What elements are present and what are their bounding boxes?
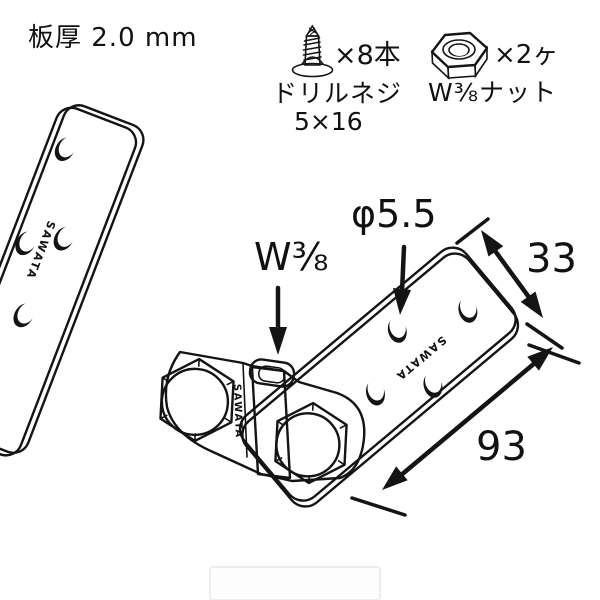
right-plate-face: [238, 246, 517, 502]
dim-tick: [455, 217, 490, 245]
plate-thickness-label: 板厚 2.0 mm: [28, 23, 198, 53]
dim-arrow-head: [527, 347, 553, 371]
screw-count-label: ×8本: [334, 40, 401, 71]
screw-size-label: 5×16: [294, 107, 363, 136]
right-plate: SAWATA: [238, 246, 520, 508]
hinge-strap: SAWATA: [164, 350, 366, 483]
dim-arrow-head: [481, 230, 504, 257]
screw-tip-hatch: [307, 27, 317, 36]
nut-top-face: [430, 31, 489, 69]
dim-tick: [350, 496, 407, 517]
screw-hole: [458, 296, 478, 323]
hex-bolt-left: [159, 357, 235, 443]
dim-arrow-head: [520, 291, 543, 318]
dim-arrow-shaft: [490, 245, 534, 303]
hole-diameter-label: φ5.5: [351, 192, 437, 236]
nut-icon: [430, 31, 489, 80]
screw-icon: [291, 24, 334, 78]
screw-name-label: ドリルネジ: [272, 79, 402, 108]
nut-hole: [448, 43, 470, 57]
nut-hole-highlight: [451, 47, 468, 56]
screw-hole: [54, 136, 77, 162]
strap-body: [164, 350, 366, 483]
nut-chamfer-ring: [442, 39, 476, 60]
width-dimension: 33: [455, 217, 577, 350]
screw-hole: [387, 316, 407, 343]
bolt-size-callout: W⅜: [254, 235, 328, 355]
hole-diameter-callout: φ5.5: [351, 192, 437, 315]
screw-threads: [302, 37, 322, 61]
dim-tick: [527, 343, 581, 365]
dim-arrow-head: [382, 466, 408, 490]
screw-hole: [15, 230, 38, 256]
bolt-dome: [160, 367, 230, 437]
bolt-dome: [275, 412, 341, 478]
screw-hole: [13, 302, 36, 328]
screw-hole: [53, 226, 76, 251]
bolt-size-arrow-head: [269, 327, 287, 355]
left-plate-face: [0, 106, 138, 457]
hinge-tab: [248, 358, 296, 388]
hole-dia-arrow-head: [393, 288, 411, 315]
screw-legend: ×8本 ドリルネジ 5×16: [272, 24, 402, 136]
bolt-facet-lines: [159, 358, 235, 442]
nut-legend: ×2ヶ W⅜ナット: [428, 31, 558, 107]
screw-hole: [423, 371, 443, 398]
screw-hole: [365, 378, 385, 406]
bolt-facet-lines: [274, 402, 348, 484]
hole-dia-arrow-shaft: [399, 244, 407, 295]
nut-count-label: ×2ヶ: [494, 40, 558, 70]
strap-face-edge-line: [242, 362, 248, 458]
screw-head-flange: [291, 62, 334, 78]
screw-head-dome: [301, 56, 324, 65]
hex-bolt-right: [274, 401, 348, 485]
width-dim-label: 33: [526, 236, 577, 282]
faint-watermark-box: [209, 566, 381, 600]
length-dimension: 93: [350, 343, 581, 517]
nut-name-label: W⅜ナット: [428, 78, 557, 107]
dim-tick: [525, 322, 564, 350]
length-dim-label: 93: [476, 424, 527, 470]
brand-text-strap: SAWATA: [231, 384, 244, 439]
right-plate-thickness-edge: [241, 252, 520, 508]
left-plate-thickness-edge: [0, 104, 145, 455]
dim-arrow-shaft: [397, 359, 539, 479]
bolt-size-label: W⅜: [254, 235, 328, 279]
left-plate: SAWATA: [0, 104, 145, 457]
knuckle-channel: [250, 365, 292, 480]
